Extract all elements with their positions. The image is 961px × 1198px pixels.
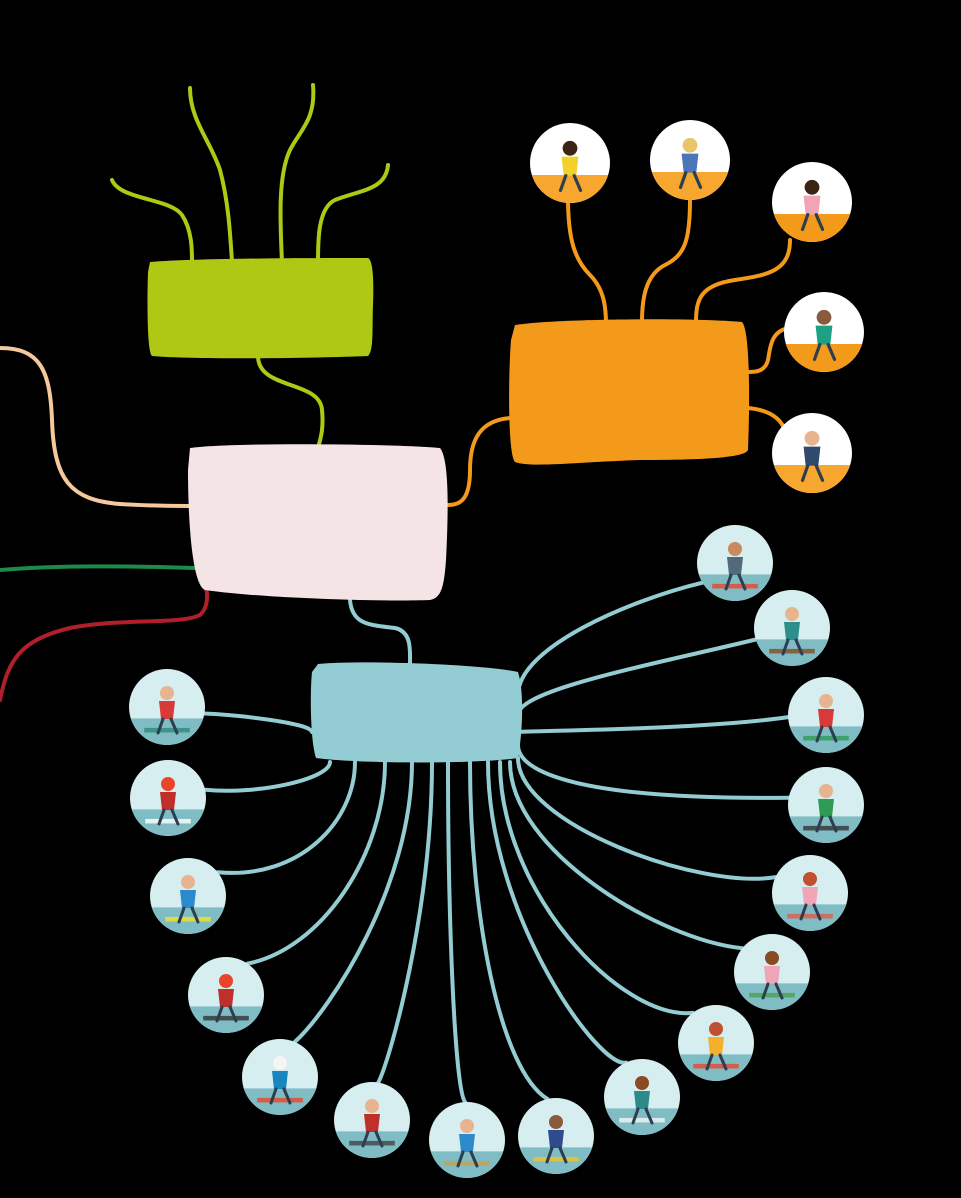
blue-connector xyxy=(516,637,758,717)
green-node[interactable] xyxy=(147,258,374,359)
surfing-icon xyxy=(697,525,773,601)
dark-green-connector xyxy=(0,564,197,572)
stretching-child-icon xyxy=(650,120,730,200)
weightlifting-icon xyxy=(334,1082,410,1158)
blue-connector xyxy=(486,760,629,1065)
petanque-icon xyxy=(429,1102,505,1178)
skiing-icon xyxy=(130,760,206,836)
green-connector xyxy=(316,163,390,264)
central-node[interactable] xyxy=(188,444,448,601)
fishing-icon xyxy=(754,590,830,666)
blue-connector xyxy=(446,760,468,1104)
running-icon xyxy=(678,1005,754,1081)
nodes xyxy=(147,258,750,763)
rugby-icon xyxy=(518,1098,594,1174)
sitting-breathing-girl-icon xyxy=(772,162,852,242)
table-tennis-icon xyxy=(129,669,205,745)
jump-rope-girl-icon xyxy=(530,123,610,203)
blue-connector xyxy=(498,760,695,1015)
blue-connector xyxy=(203,760,332,793)
green-connector xyxy=(278,83,316,264)
blue-connector xyxy=(215,760,357,875)
peach-connector xyxy=(0,346,192,508)
connectors xyxy=(0,83,792,1104)
illustrations xyxy=(129,120,864,1178)
dancing-icon xyxy=(772,855,848,931)
field-hockey-icon xyxy=(734,934,810,1010)
blue-connector xyxy=(245,760,387,966)
central-to-blue-connector xyxy=(348,598,413,666)
orange-connector xyxy=(694,238,792,324)
blue-connector xyxy=(516,580,705,697)
blue-node[interactable] xyxy=(310,662,523,763)
blue-connector xyxy=(516,756,778,881)
man-drinking-water-icon xyxy=(784,292,864,372)
green-to-central-connector xyxy=(256,354,325,450)
orange-connector xyxy=(566,196,608,327)
orange-to-central-connector xyxy=(446,416,513,507)
blue-connector xyxy=(202,711,314,734)
green-connector xyxy=(188,86,234,264)
blue-connector xyxy=(516,743,791,800)
walking-icon xyxy=(604,1059,680,1135)
blue-connector xyxy=(468,760,550,1101)
formula-racing-icon xyxy=(188,957,264,1033)
swimming-icon xyxy=(242,1039,318,1115)
blue-connector xyxy=(376,760,434,1085)
red-connector xyxy=(0,586,210,702)
orange-connector xyxy=(746,326,792,374)
boxing-icon xyxy=(788,677,864,753)
blue-connector xyxy=(516,715,791,734)
tennis-icon xyxy=(150,858,226,934)
orange-connector xyxy=(640,198,692,324)
blue-connector xyxy=(292,760,414,1044)
cycling-icon xyxy=(788,767,864,843)
green-connector xyxy=(110,178,194,264)
blue-connector xyxy=(508,760,745,951)
orange-node[interactable] xyxy=(509,319,750,465)
boy-lifting-ball-icon xyxy=(772,413,852,493)
